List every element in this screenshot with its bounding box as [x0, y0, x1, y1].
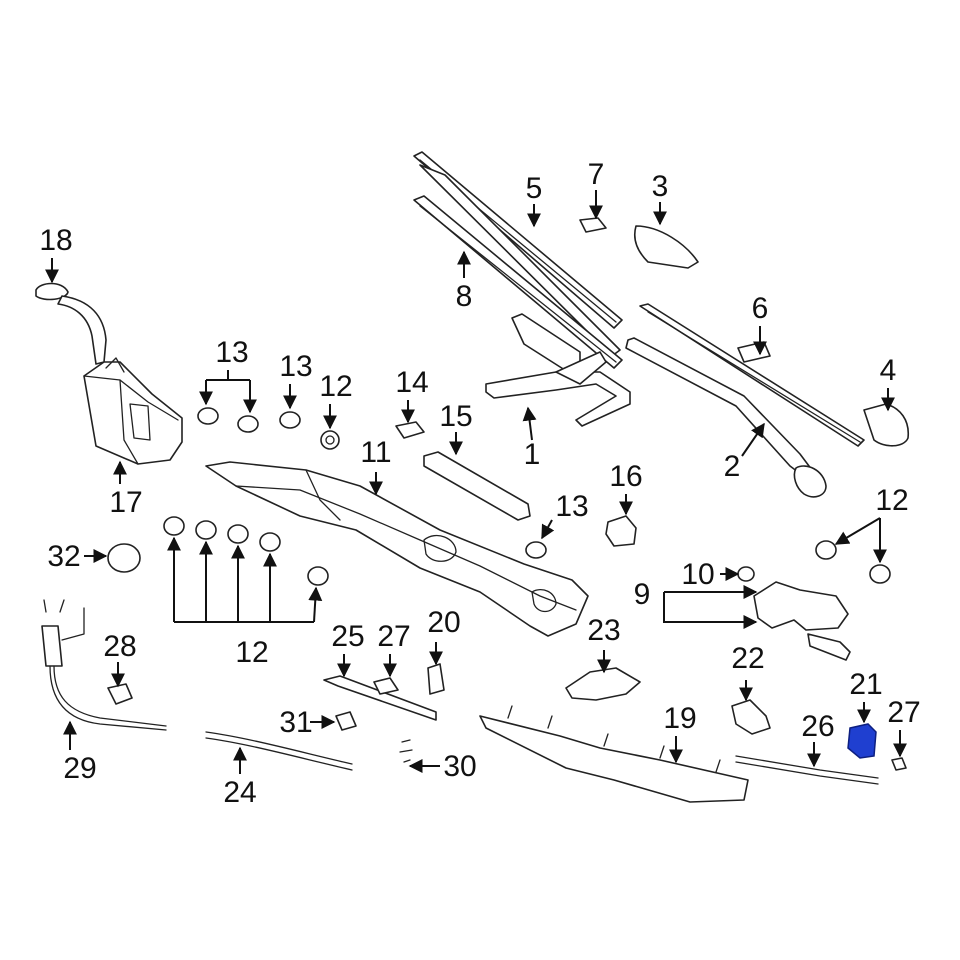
callout-16: 16	[609, 460, 642, 493]
callout-5: 5	[526, 172, 543, 205]
callout-19: 19	[663, 702, 696, 735]
motor-grommet	[737, 566, 755, 582]
support-rail	[479, 705, 749, 803]
leader-lines	[45, 190, 907, 774]
callout-1: 1	[524, 438, 541, 471]
callout-18: 18	[39, 224, 72, 257]
callout-17: 17	[109, 486, 142, 519]
callout-6: 6	[752, 292, 769, 325]
hose-connector	[107, 683, 133, 705]
callout-12-upper: 12	[319, 370, 352, 403]
callout-24: 24	[223, 776, 256, 809]
wiper-arm-right	[625, 337, 827, 498]
callout-21: 21	[849, 668, 882, 701]
callout-13-mid: 13	[279, 350, 312, 383]
leader-1	[522, 406, 537, 441]
callout-14: 14	[395, 366, 428, 399]
callout-27-left: 27	[377, 620, 410, 653]
leader-2	[741, 422, 765, 457]
hose-elbow	[373, 677, 399, 695]
linkage-rod	[423, 451, 531, 521]
callout-27-right: 27	[887, 696, 920, 729]
washer-pump	[427, 663, 445, 695]
arm-cover-right	[863, 403, 910, 447]
washer-reservoir	[35, 282, 183, 465]
link-bracket	[395, 421, 425, 439]
callout-11: 11	[360, 436, 391, 469]
washer-hose	[205, 731, 353, 771]
leader-9a	[663, 592, 758, 629]
rubber-plug	[107, 543, 141, 573]
callout-26: 26	[801, 710, 834, 743]
callout-13-left: 13	[215, 336, 248, 369]
callout-23: 23	[587, 614, 620, 647]
pivot-cover-cap	[633, 225, 699, 269]
callout-13-right: 13	[555, 490, 588, 523]
hose-connector-right	[891, 757, 907, 771]
washer-hose-right	[735, 755, 879, 785]
mounting-bracket	[565, 667, 641, 701]
hose-clips	[399, 739, 413, 763]
callout-15: 15	[439, 400, 472, 433]
check-valve	[335, 711, 357, 731]
callout-31: 31	[279, 706, 312, 739]
callout-32: 32	[47, 540, 80, 573]
callout-numbers: 1 2 3 4 5 6 7 8 9 10 11 12 12 12 13 13 1…	[39, 158, 920, 809]
wiper-motor	[753, 581, 851, 661]
callout-7: 7	[588, 158, 605, 191]
callout-20: 20	[427, 606, 460, 639]
callout-3: 3	[652, 170, 669, 203]
wiper-arm-left	[485, 313, 631, 427]
washer-hose-assembly	[41, 599, 167, 731]
wiper-linkage-frame	[205, 461, 589, 637]
callout-25: 25	[331, 620, 364, 653]
callout-28: 28	[103, 630, 136, 663]
callout-22: 22	[731, 642, 764, 675]
callout-12-right: 12	[875, 484, 908, 517]
wiper-blade-lower	[413, 195, 623, 369]
leader-12a-5	[308, 586, 323, 623]
wiper-blade-upper	[413, 151, 623, 357]
nut-group-12	[163, 430, 891, 586]
callout-30: 30	[443, 750, 476, 783]
frame-clip	[605, 515, 637, 547]
callout-10: 10	[681, 558, 714, 591]
leader-12c-1	[834, 517, 881, 545]
callout-9: 9	[634, 578, 651, 611]
callout-29: 29	[63, 752, 96, 785]
blade-clip	[579, 217, 607, 233]
leader-13c	[541, 519, 555, 540]
callout-12-lower: 12	[235, 636, 268, 669]
fluid-sensor	[731, 699, 771, 735]
callout-4: 4	[880, 354, 897, 387]
nut-group-13	[197, 407, 547, 559]
callout-8: 8	[456, 280, 473, 313]
highlighted-washer-part	[847, 723, 877, 759]
callout-2: 2	[724, 450, 741, 483]
